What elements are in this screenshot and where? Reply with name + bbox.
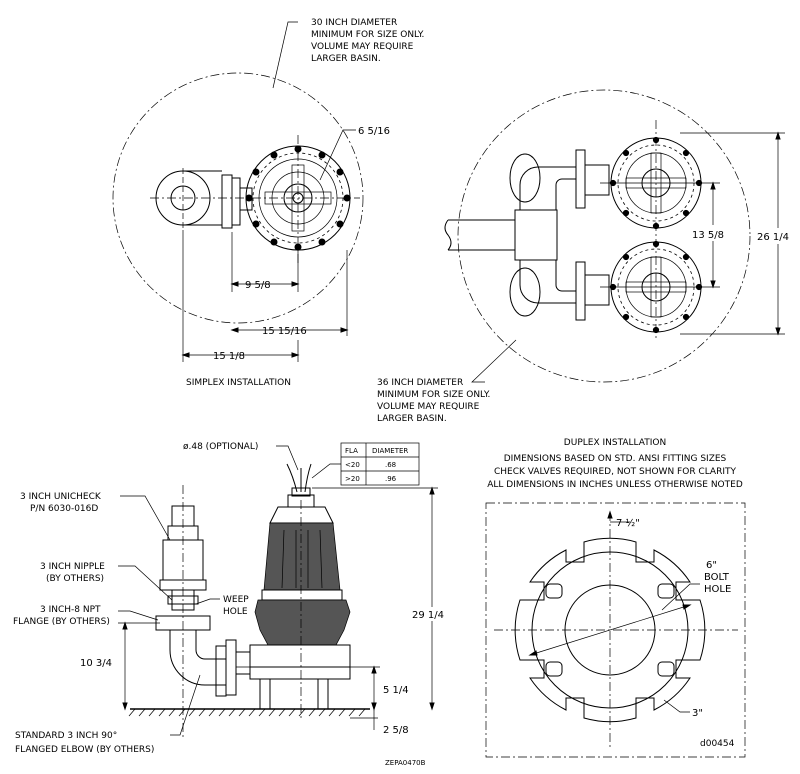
table-cell: >20 <box>345 475 360 483</box>
simplex-plan-view: 9 5/8 15 15/16 15 1/8 6 5/16 SIMPLEX INS… <box>112 18 424 388</box>
dim-overall-height: 29 1/4 <box>412 610 444 621</box>
dim-height: 10 3/4 <box>80 658 112 669</box>
simplex-dim-a: 9 5/8 <box>245 280 271 291</box>
table-cell: <20 <box>345 461 360 469</box>
bolt-label-2: BOLT <box>704 572 730 583</box>
simplex-basin-note-3: VOLUME MAY REQUIRE <box>311 42 414 52</box>
optional-cable-label: ø.48 (OPTIONAL) <box>183 442 258 452</box>
table-header-fla: FLA <box>345 447 358 455</box>
duplex-basin-note-4: LARGER BASIN. <box>377 414 447 424</box>
duplex-caption: DUPLEX INSTALLATION <box>564 438 666 448</box>
simplex-caption: SIMPLEX INSTALLATION <box>186 378 291 388</box>
duplex-tee <box>514 209 558 261</box>
table-header-diameter: DIAMETER <box>372 447 408 455</box>
elbow-label-2: FLANGED ELBOW (BY OTHERS) <box>15 745 154 755</box>
duplex-dim-overall: 26 1/4 <box>757 232 789 243</box>
note-2: CHECK VALVES REQUIRED, NOT SHOWN FOR CLA… <box>494 467 736 477</box>
flange-label-2: FLANGE (BY OTHERS) <box>13 617 110 627</box>
bolt-hole <box>564 584 656 676</box>
base-plate-outline <box>485 502 746 758</box>
dim-foot: 2 5/8 <box>383 725 409 736</box>
simplex-dim-bolt: 6 5/16 <box>358 126 390 137</box>
table-cell: .96 <box>385 475 397 483</box>
duplex-basin-note-2: MINIMUM FOR SIZE ONLY. <box>377 390 490 400</box>
unicheck-label-1: 3 INCH UNICHECK <box>20 492 102 502</box>
note-3: ALL DIMENSIONS IN INCHES UNLESS OTHERWIS… <box>487 480 743 490</box>
bolt-label-3: HOLE <box>704 584 731 595</box>
duplex-dim-spacing: 13 5/8 <box>692 230 724 241</box>
duplex-basin-note-3: VOLUME MAY REQUIRE <box>377 402 480 412</box>
base-drawing-id: d00454 <box>700 739 735 749</box>
elevation-view: ø.48 (OPTIONAL) FLA DIAMETER <20 .68 >20… <box>13 442 458 767</box>
fla-table: FLA DIAMETER <20 .68 >20 .96 <box>340 442 420 486</box>
base-plate-view: 7 ½" 6" BOLT HOLE 3" d00454 <box>485 502 746 758</box>
duplex-basin-outline <box>457 89 751 383</box>
simplex-dim-b: 15 15/16 <box>262 326 307 337</box>
simplex-basin-note-4: LARGER BASIN. <box>311 54 381 64</box>
general-notes: DUPLEX INSTALLATION DIMENSIONS BASED ON … <box>487 438 743 490</box>
simplex-flange <box>221 174 233 229</box>
dim-outlet: 5 1/4 <box>383 685 409 696</box>
base-ring <box>514 537 706 723</box>
elevation-drawing-id: ZEPA0470B <box>385 759 426 767</box>
dim-slot: 7 ½" <box>616 517 640 529</box>
duplex-basin-note-1: 36 INCH DIAMETER <box>377 378 463 388</box>
duplex-plan-view: 13 5/8 26 1/4 36 INCH DIAMETER MINIMUM F… <box>377 89 792 424</box>
note-1: DIMENSIONS BASED ON STD. ANSI FITTING SI… <box>504 454 727 464</box>
nipple-label-2: (BY OTHERS) <box>46 574 104 584</box>
bolt-label-1: 6" <box>706 560 717 571</box>
simplex-basin-note-1: 30 INCH DIAMETER <box>311 18 397 28</box>
discharge-piping <box>155 485 227 738</box>
unicheck-label-2: P/N 6030-016D <box>30 504 98 514</box>
nipple-label-1: 3 INCH NIPPLE <box>40 562 105 572</box>
table-cell: .68 <box>385 461 396 469</box>
pump-elevation <box>225 487 351 710</box>
flange-label-1: 3 INCH-8 NPT <box>40 605 101 615</box>
dim-notch: 3" <box>692 708 703 719</box>
weep-hole-label-1: WEEP <box>223 595 249 605</box>
simplex-dim-c: 15 1/8 <box>213 351 245 362</box>
simplex-basin-outline <box>112 72 364 324</box>
simplex-basin-note-2: MINIMUM FOR SIZE ONLY. <box>311 30 424 40</box>
elbow-label-1: STANDARD 3 INCH 90° <box>15 731 117 741</box>
weep-hole-label-2: HOLE <box>223 607 248 617</box>
